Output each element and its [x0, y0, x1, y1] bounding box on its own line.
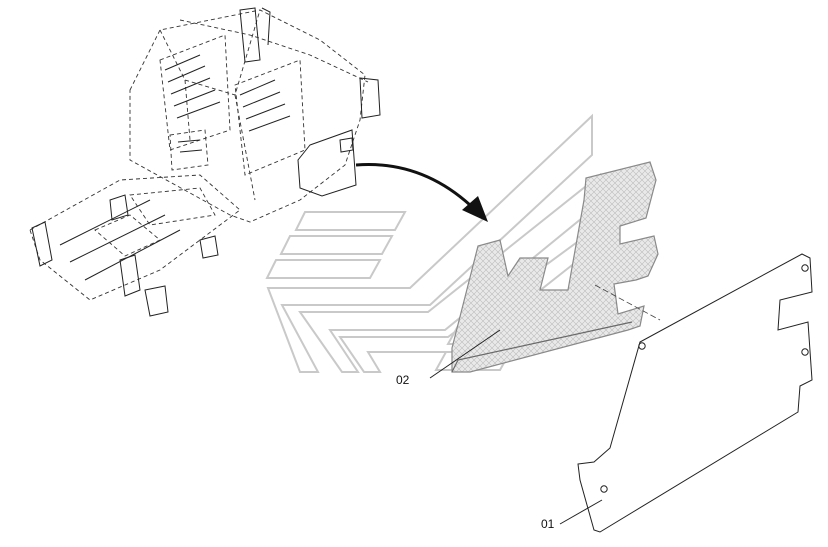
- insulation-mat-part-02: [429, 161, 661, 379]
- side-panel-part-01: [559, 253, 813, 533]
- callout-arrow: [355, 163, 488, 222]
- part-label-02: 02: [396, 373, 410, 387]
- part-label-01: 01: [541, 517, 555, 531]
- machine-assembly: [29, 7, 381, 317]
